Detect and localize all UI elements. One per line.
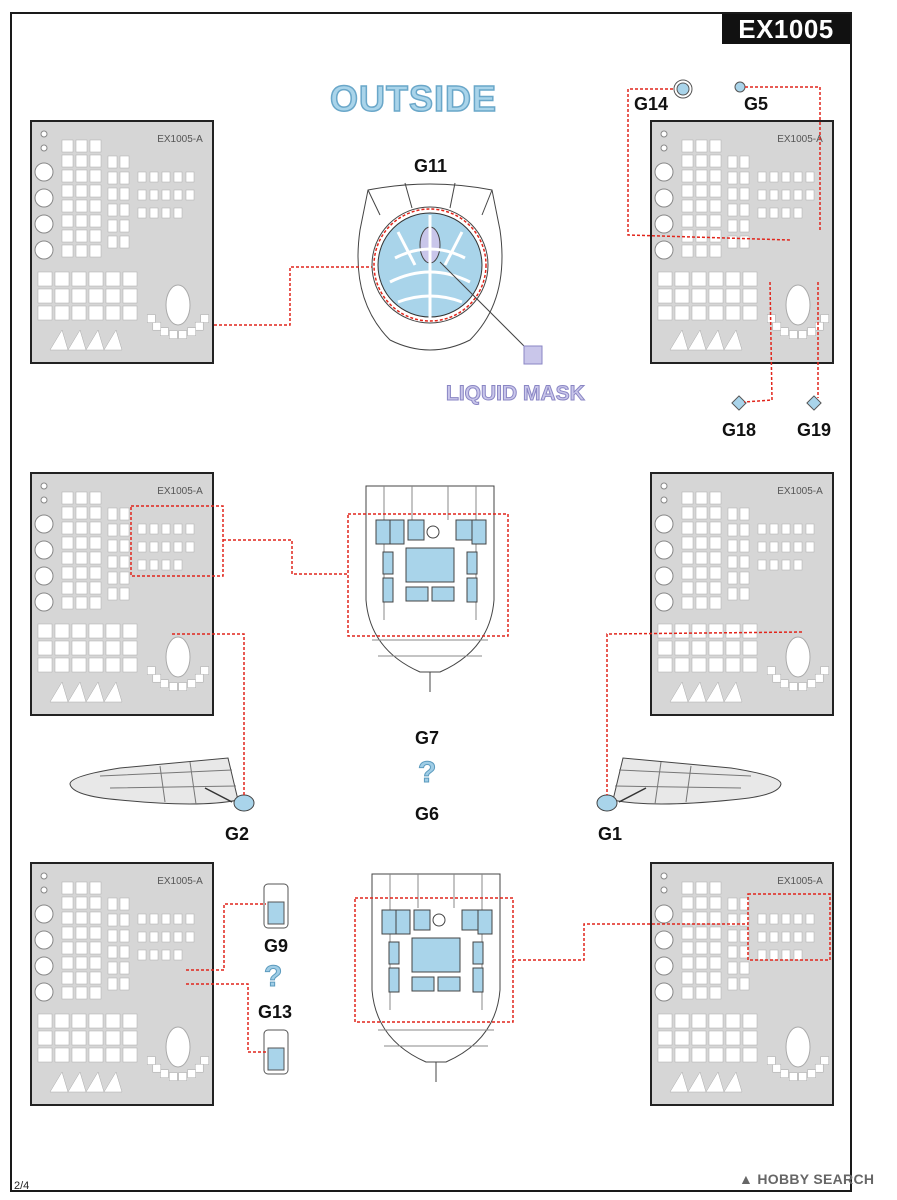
hobbysearch-logo-icon: ▲ HOBBY SEARCH bbox=[739, 1171, 875, 1187]
fret-code-label: EX1005-A bbox=[777, 486, 823, 497]
small-parts-bottom-left bbox=[186, 883, 289, 1075]
question-mark-icon: ? bbox=[417, 756, 437, 790]
fret-code-label: EX1005-A bbox=[777, 134, 823, 145]
wing-drawings bbox=[69, 631, 803, 812]
fret-code-label: EX1005-A bbox=[157, 486, 203, 497]
label-g9: G9 bbox=[264, 936, 289, 956]
watermark-text: HOBBY SEARCH bbox=[757, 1171, 875, 1187]
mask-sheet-bottom-right: EX1005-A bbox=[650, 862, 834, 1106]
page-number: 2/4 bbox=[14, 1180, 30, 1192]
nose-glazing-middle bbox=[130, 485, 509, 692]
label-g14: G14 bbox=[634, 94, 669, 114]
mask-sheet-bottom-left: EX1005-A bbox=[30, 862, 214, 1106]
mask-sheet-mid-left: EX1005-A bbox=[30, 472, 214, 716]
label-g18: G18 bbox=[722, 420, 757, 440]
sheet-code-badge: EX1005 bbox=[722, 14, 850, 44]
liquid-mask-label: LIQUID MASK bbox=[446, 382, 586, 406]
small-parts-top-right bbox=[627, 79, 822, 411]
fret-code-label: EX1005-A bbox=[777, 876, 823, 887]
label-g19: G19 bbox=[797, 420, 832, 440]
label-g1: G1 bbox=[598, 824, 623, 844]
label-g2: G2 bbox=[225, 824, 250, 844]
label-g5: G5 bbox=[744, 94, 769, 114]
turret-drawing bbox=[214, 182, 543, 365]
mask-sheet-top-left: EX1005-A bbox=[30, 120, 214, 364]
fret-code-label: EX1005-A bbox=[157, 876, 203, 887]
mask-sheet-top-right: EX1005-A bbox=[650, 120, 834, 364]
page-frame bbox=[10, 12, 852, 1192]
question-mark-icon: ? bbox=[263, 960, 283, 994]
label-g13: G13 bbox=[258, 1002, 293, 1022]
mask-sheet-mid-right: EX1005-A bbox=[650, 472, 834, 716]
nose-glazing-bottom bbox=[354, 873, 831, 1082]
label-g6: G6 bbox=[415, 804, 440, 824]
outside-heading: OUTSIDE bbox=[329, 77, 498, 120]
label-g7: G7 bbox=[415, 728, 440, 748]
label-g11: G11 bbox=[414, 156, 448, 176]
fret-code-label: EX1005-A bbox=[157, 134, 203, 145]
